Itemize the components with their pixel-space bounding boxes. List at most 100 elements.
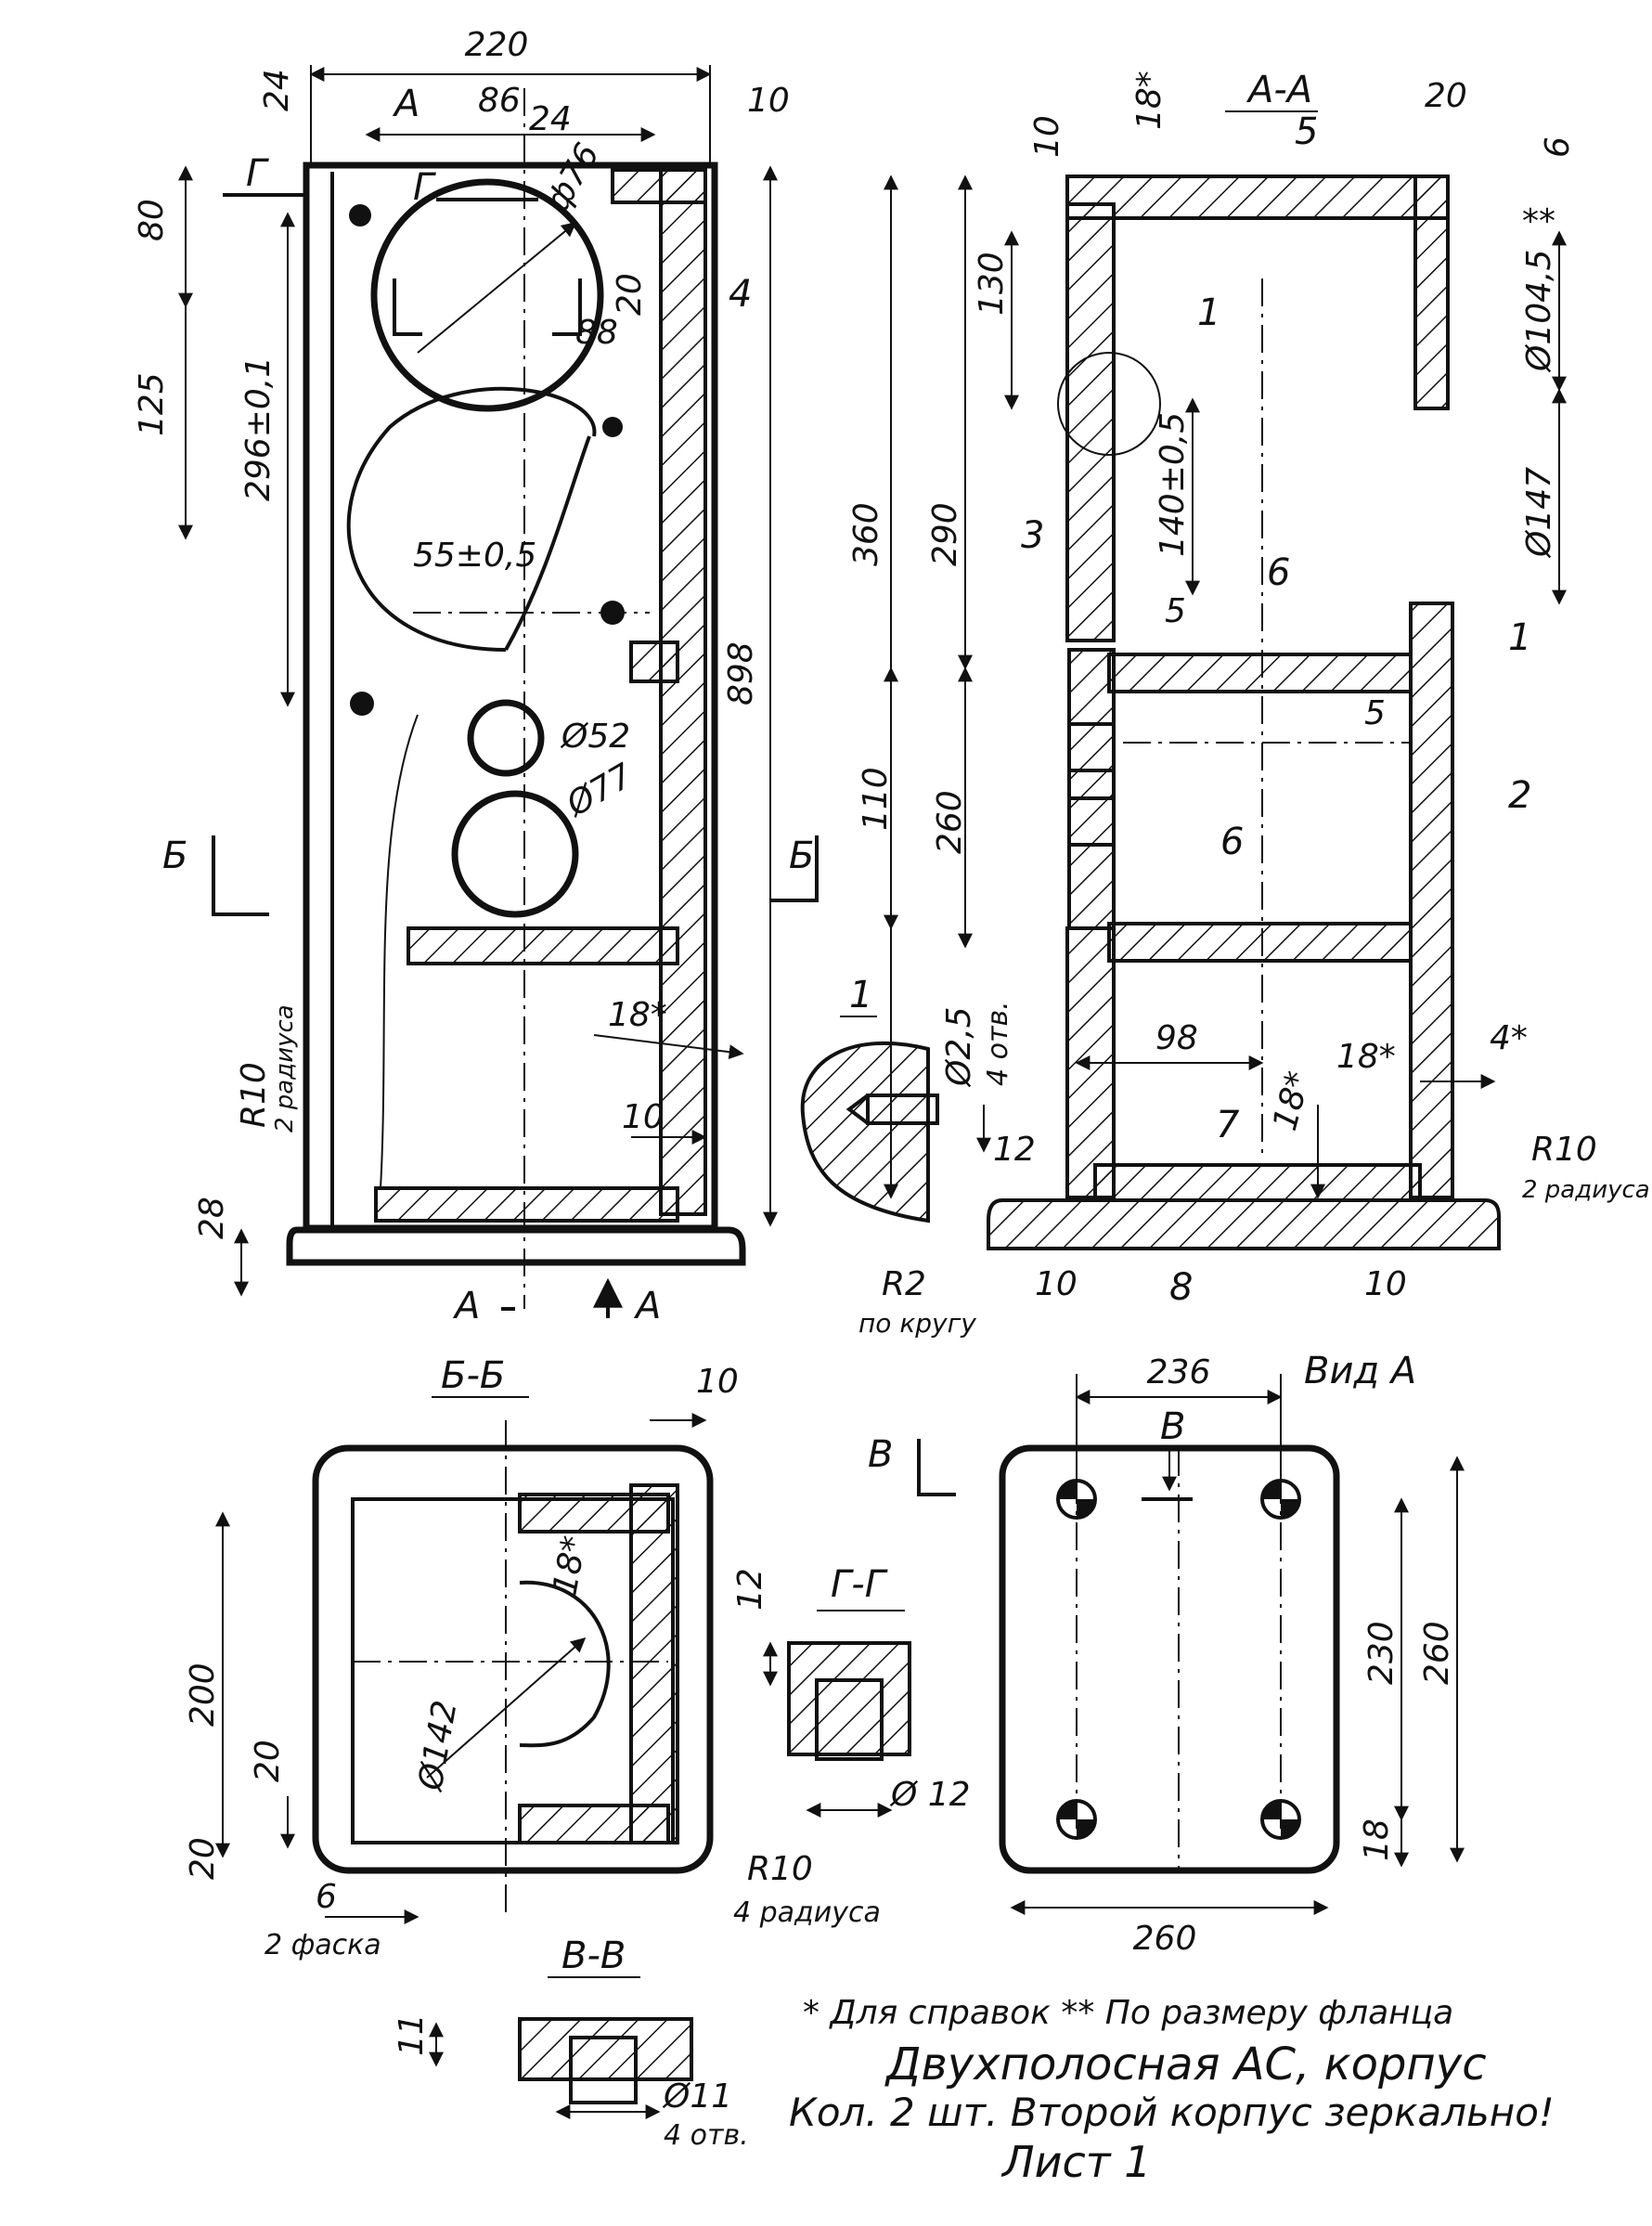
bb-dim-chamfer: 2 фаска — [265, 1929, 381, 1961]
main-front-view: 220 24 А 86 24 10 Г Г 80 125 296±0,1 898… — [133, 26, 819, 1327]
view-a-dim-18: 18 — [1358, 1818, 1396, 1861]
view-a-dim-230: 230 — [1362, 1621, 1400, 1685]
note-sheet: Лист 1 — [1000, 2137, 1151, 2187]
dim-20: 20 — [611, 273, 649, 316]
view-a-dim-260h: 260 — [1133, 1920, 1197, 1958]
dim-phi76: ф76 — [538, 137, 607, 218]
gg-dim-d12: Ø 12 — [889, 1776, 971, 1814]
dim-18-star: 18* — [608, 996, 667, 1034]
aa-dim-5b: 5 — [1364, 694, 1386, 732]
aa-dim-20: 20 — [1425, 77, 1467, 115]
view-a-dim-236: 236 — [1147, 1353, 1211, 1391]
bb-dim-200: 200 — [184, 1663, 222, 1727]
side-wall-hatch — [659, 163, 707, 1216]
aa-dim-18c: 18* — [1266, 1068, 1318, 1134]
aa-dim-r2: R2 — [882, 1265, 926, 1303]
aa-part-7: 7 — [1216, 1104, 1240, 1146]
aa-part-3: 3 — [1021, 514, 1044, 557]
aa-dim-98: 98 — [1155, 1019, 1198, 1057]
aa-dim-star2: ** — [1522, 202, 1555, 240]
bb-dim-20a: 20 — [249, 1740, 287, 1782]
aa-dim-18b: 18* — [1336, 1038, 1396, 1076]
aa-part-6a: 6 — [1267, 551, 1290, 594]
bb-woofer-arc — [519, 1580, 611, 1748]
aa-top-panel — [1065, 175, 1450, 220]
mount-hole-1 — [349, 204, 371, 226]
label-a-bottom-right: А — [633, 1285, 661, 1327]
dim-r10: R10 — [235, 1062, 273, 1128]
bb-top-hatch — [518, 1493, 670, 1534]
section-aa-title: А-А — [1245, 69, 1312, 111]
aa-dim-r10: R10 — [1531, 1131, 1597, 1169]
aa-part-5: 5 — [1295, 110, 1318, 153]
label-part-4: 4 — [729, 273, 752, 316]
dim-88: 88 — [575, 314, 618, 352]
aa-dim-104: Ø104,5 — [1520, 250, 1558, 373]
aa-dim-5a: 5 — [1165, 592, 1186, 630]
bottom-panel-hatch — [374, 1186, 679, 1223]
dim-24-top: 24 — [258, 69, 296, 111]
dim-898: 898 — [722, 641, 760, 705]
gg-body — [787, 1641, 911, 1756]
aa-dim-10: 10 — [1028, 115, 1066, 158]
aa-left-wall-upper — [1065, 202, 1116, 642]
woofer-cutout — [346, 386, 597, 652]
aa-part-1b: 1 — [1508, 616, 1531, 659]
dim-86: 86 — [478, 82, 521, 120]
aa-part-1a: 1 — [1197, 291, 1220, 334]
notes-block: * Для справок ** По размеру фланца Двухп… — [789, 1994, 1555, 2187]
aa-dim-10a: 10 — [1035, 1265, 1078, 1303]
dim-24: 24 — [529, 100, 572, 138]
detail-1-callout — [1057, 352, 1161, 456]
section-vv-title: В-В — [561, 1935, 626, 1977]
vv-dim-holes: 4 отв. — [664, 2119, 749, 2152]
vv-body — [518, 2017, 693, 2081]
aa-part-2: 2 — [1508, 774, 1531, 817]
port-52-hole — [467, 699, 545, 777]
bb-dim-6: 6 — [316, 1878, 337, 1916]
view-a-dim-260v: 260 — [1418, 1621, 1456, 1685]
vv-dim-11: 11 — [393, 2013, 431, 2056]
aa-shelf-6a — [1107, 653, 1413, 693]
section-gg-view: Г-Г 12 Ø 12 — [731, 1563, 971, 1818]
aa-dim-360: 360 — [847, 502, 885, 566]
aa-dim-290: 290 — [926, 502, 964, 566]
section-bb-view: Б-Б 10 200 18* Ø142 20 20 6 2 фаска R10 … — [184, 1354, 956, 1961]
bb-label-b: В — [868, 1433, 893, 1476]
aa-dim-147: Ø147 — [1520, 467, 1558, 559]
vv-dim-d11: Ø11 — [662, 2077, 732, 2116]
section-gg-title: Г-Г — [831, 1563, 888, 1606]
dim-d52: Ø52 — [560, 718, 630, 756]
view-a: Вид А 236 В 230 260 18 260 — [999, 1350, 1465, 1958]
label-g-left: Г — [246, 152, 269, 195]
dim-28: 28 — [193, 1197, 231, 1239]
aa-dim-110: 110 — [857, 767, 895, 831]
detail-1-holes: 4 отв. — [982, 1001, 1014, 1086]
bb-inner — [351, 1497, 675, 1844]
view-a-title: Вид А — [1304, 1350, 1416, 1392]
tweeter-cutout — [370, 178, 604, 412]
top-brace-hatch — [611, 168, 707, 204]
bb-dim-18: 18* — [546, 1534, 593, 1598]
aa-right-wall-upper — [1413, 175, 1450, 410]
aa-dim-4star: 4* — [1490, 1019, 1528, 1057]
shelf-1-hatch — [629, 641, 679, 683]
detail-1-title: 1 — [849, 974, 872, 1016]
label-g-right: Г — [413, 166, 436, 209]
bb-dim-r10: R10 — [747, 1850, 813, 1888]
bb-dim-d142: Ø142 — [411, 1698, 465, 1795]
note-quantity: Кол. 2 шт. Второй корпус зеркально! — [789, 2090, 1555, 2135]
aa-shelf-6b — [1107, 922, 1413, 963]
label-b-right: Б — [789, 835, 814, 877]
dim-55: 55±0,5 — [413, 537, 536, 575]
aa-dim-260: 260 — [931, 790, 969, 854]
label-a-bottom-left: А — [452, 1285, 480, 1327]
shelf-2-hatch — [407, 926, 679, 965]
dim-10: 10 — [747, 82, 790, 120]
port-77-hole — [451, 790, 579, 918]
dim-r10-note: 2 радиуса — [271, 1004, 299, 1132]
note-title: Двухполосная АС, корпус — [884, 2038, 1487, 2090]
aa-dim-130: 130 — [973, 252, 1011, 316]
detail-1-view: 1 Ø2,5 4 отв. 12 — [800, 974, 1036, 1223]
